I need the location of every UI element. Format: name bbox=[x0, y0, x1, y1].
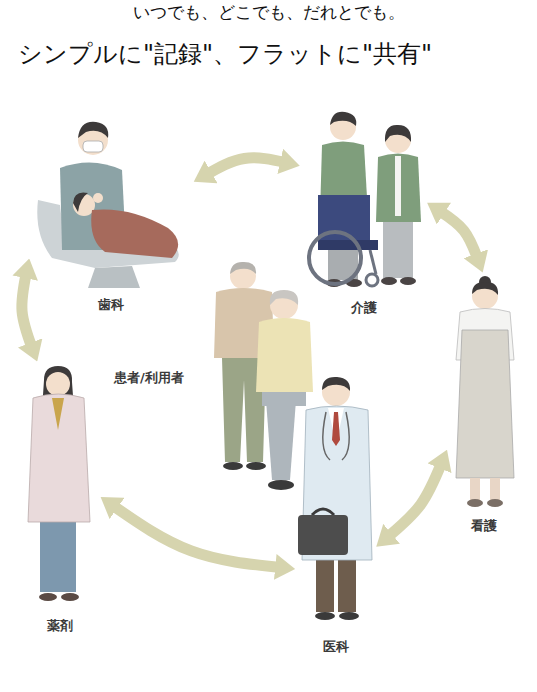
doctor bbox=[316, 556, 334, 612]
role-figure: 薬剤 bbox=[20, 362, 100, 634]
nurse bbox=[456, 330, 514, 478]
care-scene bbox=[318, 240, 378, 250]
person-group: 患者/利用者 bbox=[112, 258, 327, 498]
patient-couple bbox=[268, 480, 294, 490]
nurse bbox=[472, 282, 498, 295]
pharmacist bbox=[40, 518, 76, 592]
double-arrow bbox=[439, 210, 478, 259]
care-scene bbox=[383, 220, 413, 278]
care-scene bbox=[330, 112, 356, 126]
pharmacist bbox=[39, 593, 57, 601]
role-label: 薬剤 bbox=[45, 618, 75, 634]
patient-couple bbox=[270, 290, 298, 305]
pharmacist bbox=[28, 394, 90, 522]
dental-scene bbox=[83, 141, 103, 152]
patient-couple bbox=[256, 318, 313, 392]
nurse bbox=[456, 276, 514, 507]
pharmacist bbox=[28, 366, 90, 601]
role-label: 患者/利用者 bbox=[112, 370, 186, 386]
role-label: 看護 bbox=[469, 518, 499, 534]
care-scene bbox=[309, 112, 421, 287]
care-scene bbox=[370, 250, 376, 274]
patient-couple bbox=[270, 291, 298, 319]
care-scene bbox=[400, 277, 416, 285]
doctor bbox=[298, 515, 348, 555]
care-scene bbox=[381, 277, 397, 285]
patient-couple bbox=[214, 262, 313, 490]
double-arrow bbox=[206, 158, 286, 175]
patient-couple bbox=[223, 462, 243, 470]
dental-scene bbox=[37, 200, 178, 268]
dental-scene bbox=[93, 193, 103, 203]
doctor bbox=[315, 612, 335, 620]
doctor bbox=[322, 377, 350, 391]
doctor bbox=[323, 412, 349, 460]
double-arrow bbox=[387, 463, 442, 538]
nurse bbox=[487, 499, 503, 507]
tagline: いつでも、どこでも、だれとでも。 bbox=[0, 2, 537, 22]
role-figure: 歯科 bbox=[28, 118, 193, 313]
dental-scene bbox=[37, 122, 178, 288]
care-scene bbox=[395, 156, 401, 216]
dental-scene bbox=[88, 266, 140, 288]
double-arrow bbox=[112, 505, 281, 568]
doctor bbox=[338, 556, 356, 612]
care-scene bbox=[376, 154, 421, 223]
pharmacist bbox=[61, 593, 79, 601]
patient-couple bbox=[230, 262, 256, 274]
care-scene bbox=[366, 274, 378, 286]
doctor bbox=[332, 412, 340, 446]
care-scene bbox=[309, 232, 361, 284]
title: シンプルに"記録"、フラットに"共有" bbox=[18, 40, 528, 69]
patient-couple bbox=[246, 462, 266, 470]
pharmacist bbox=[52, 398, 64, 430]
doctor bbox=[298, 377, 372, 620]
role-label: 歯科 bbox=[96, 297, 126, 313]
dental-scene bbox=[78, 122, 108, 138]
dental-scene bbox=[73, 192, 88, 212]
role-label: 医科 bbox=[321, 639, 351, 655]
role-figure: 介護 bbox=[300, 108, 428, 316]
double-arrow bbox=[22, 272, 32, 348]
nurse bbox=[470, 478, 480, 500]
nurse bbox=[490, 478, 500, 500]
role-figure: 看護 bbox=[448, 272, 520, 534]
role-label: 介護 bbox=[349, 300, 379, 316]
doctor bbox=[339, 612, 359, 620]
patient-couple bbox=[266, 400, 296, 480]
care-scene bbox=[385, 125, 411, 142]
role-figure: 医科 bbox=[295, 372, 377, 655]
nurse bbox=[467, 499, 483, 507]
pharmacist bbox=[46, 372, 70, 396]
doctor bbox=[312, 509, 334, 515]
dental-scene bbox=[91, 209, 178, 258]
